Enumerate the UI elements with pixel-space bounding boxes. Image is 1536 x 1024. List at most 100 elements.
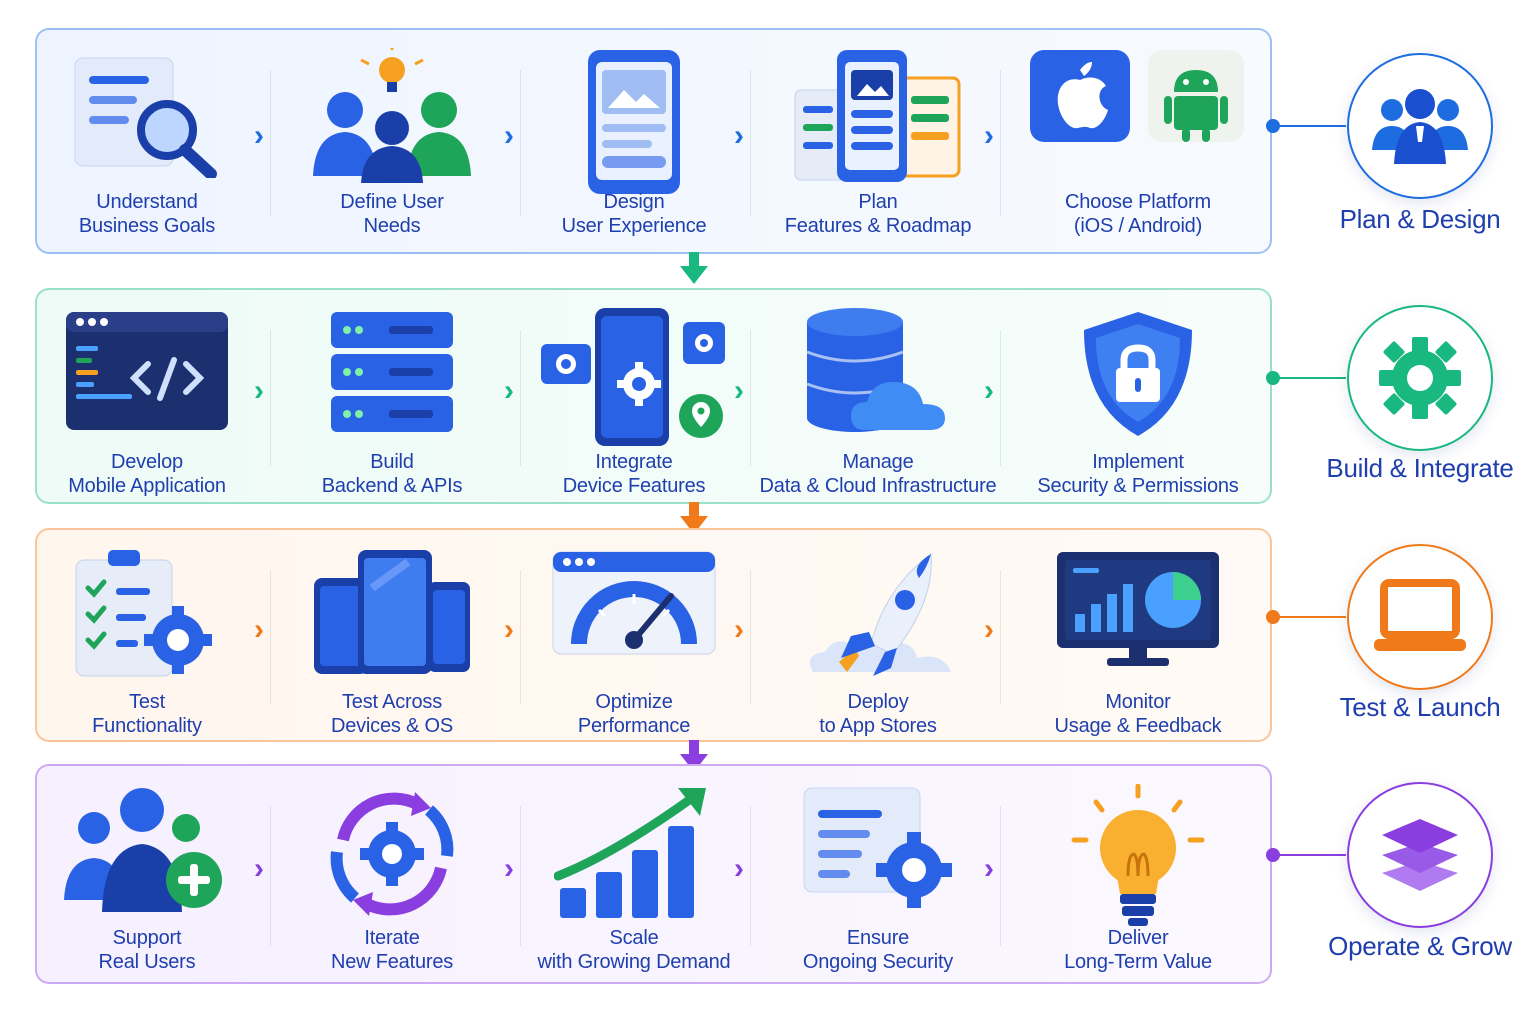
arrow-down-icon xyxy=(678,740,710,779)
chevron-right-icon: › xyxy=(254,119,264,152)
step-label-line2: Mobile Application xyxy=(68,475,226,497)
step-label-line2: Data & Cloud Infrastructure xyxy=(759,475,997,497)
arrow-down-icon xyxy=(678,502,710,541)
connector-dot xyxy=(1266,848,1280,862)
checklist-gear-icon xyxy=(72,548,222,683)
shield-lock-icon xyxy=(1076,308,1200,445)
chevron-right-icon: › xyxy=(734,374,744,407)
step-label-line1: Ensure xyxy=(846,927,910,949)
connector-dot xyxy=(1266,371,1280,385)
step-divider xyxy=(520,70,521,216)
gear-cycle-icon xyxy=(317,784,467,929)
step-divider xyxy=(1000,806,1001,946)
document-search-icon xyxy=(67,48,227,183)
step-label-line2: Business Goals xyxy=(78,215,216,237)
chevron-right-icon: › xyxy=(504,852,514,885)
step-label-line2: Security & Permissions xyxy=(1037,475,1239,497)
step-label-line1: Scale xyxy=(609,927,659,949)
step-divider xyxy=(270,70,271,216)
chevron-right-icon: › xyxy=(734,613,744,646)
step-label-line1: Support xyxy=(112,927,182,949)
phase-title: Plan & Design xyxy=(1339,204,1501,234)
phase-title: Operate & Grow xyxy=(1328,931,1512,961)
step-divider xyxy=(520,570,521,704)
chevron-right-icon: › xyxy=(984,852,994,885)
chevron-right-icon: › xyxy=(984,374,994,407)
chevron-right-icon: › xyxy=(984,613,994,646)
step-label-line2: Devices & OS xyxy=(330,715,454,737)
step-label-line2: with Growing Demand xyxy=(537,951,731,973)
users-lightbulb-icon xyxy=(307,44,477,188)
step-label-line2: Needs xyxy=(363,215,421,237)
step-label-line2: Device Features xyxy=(562,475,706,497)
step-divider xyxy=(270,330,271,466)
step-label-line2: User Experience xyxy=(561,215,707,237)
phase-title: Build & Integrate xyxy=(1326,453,1514,483)
monitor-analytics-icon xyxy=(1053,548,1223,677)
step-label-line2: Features & Roadmap xyxy=(784,215,972,237)
growth-chart-icon xyxy=(553,784,714,929)
step-label-line2: Usage & Feedback xyxy=(1054,715,1222,737)
apple-android-icon xyxy=(1028,48,1248,153)
step-label-line1: Implement xyxy=(1092,451,1184,473)
server-stack-icon xyxy=(327,308,457,439)
step-divider xyxy=(520,806,521,946)
step-divider xyxy=(520,330,521,466)
step-label-line1: Integrate xyxy=(595,451,673,473)
chevron-right-icon: › xyxy=(504,613,514,646)
step-divider xyxy=(1000,570,1001,704)
step-label-line1: Design xyxy=(603,191,665,213)
chevron-right-icon: › xyxy=(504,374,514,407)
step-label-line2: Long-Term Value xyxy=(1064,951,1212,973)
connector-line xyxy=(1278,125,1346,127)
step-divider xyxy=(270,806,271,946)
connector-line xyxy=(1278,377,1346,379)
chevron-right-icon: › xyxy=(984,119,994,152)
step-divider xyxy=(750,70,751,216)
phase-icon-circle xyxy=(1347,544,1493,690)
step-label-line1: Optimize xyxy=(595,691,673,713)
devices-icon xyxy=(312,548,472,683)
phase-icon-circle xyxy=(1347,305,1493,451)
users-add-icon xyxy=(62,784,232,919)
roadmap-screens-icon xyxy=(793,48,963,193)
phase-title: Test & Launch xyxy=(1339,692,1501,722)
connector-line xyxy=(1278,616,1346,618)
step-label-line1: Define User xyxy=(340,191,444,213)
phone-features-icon xyxy=(539,308,729,453)
step-label-line1: Develop xyxy=(111,451,183,473)
speed-gauge-icon xyxy=(549,548,719,663)
step-label-line1: Manage xyxy=(842,451,914,473)
chevron-right-icon: › xyxy=(254,852,264,885)
step-label-line1: Deliver xyxy=(1107,927,1169,949)
arrow-down-icon xyxy=(678,252,710,291)
step-divider xyxy=(270,570,271,704)
database-cloud-icon xyxy=(803,308,953,443)
step-label-line2: Ongoing Security xyxy=(802,951,954,973)
lightbulb-icon xyxy=(1068,783,1208,934)
phase-icon-circle xyxy=(1347,782,1493,928)
rocket-icon xyxy=(793,548,963,683)
step-label-line2: Performance xyxy=(577,715,691,737)
connector-line xyxy=(1278,854,1346,856)
step-divider xyxy=(1000,70,1001,216)
step-label-line1: Test Across xyxy=(341,691,443,713)
step-label-line2: to App Stores xyxy=(819,715,937,737)
